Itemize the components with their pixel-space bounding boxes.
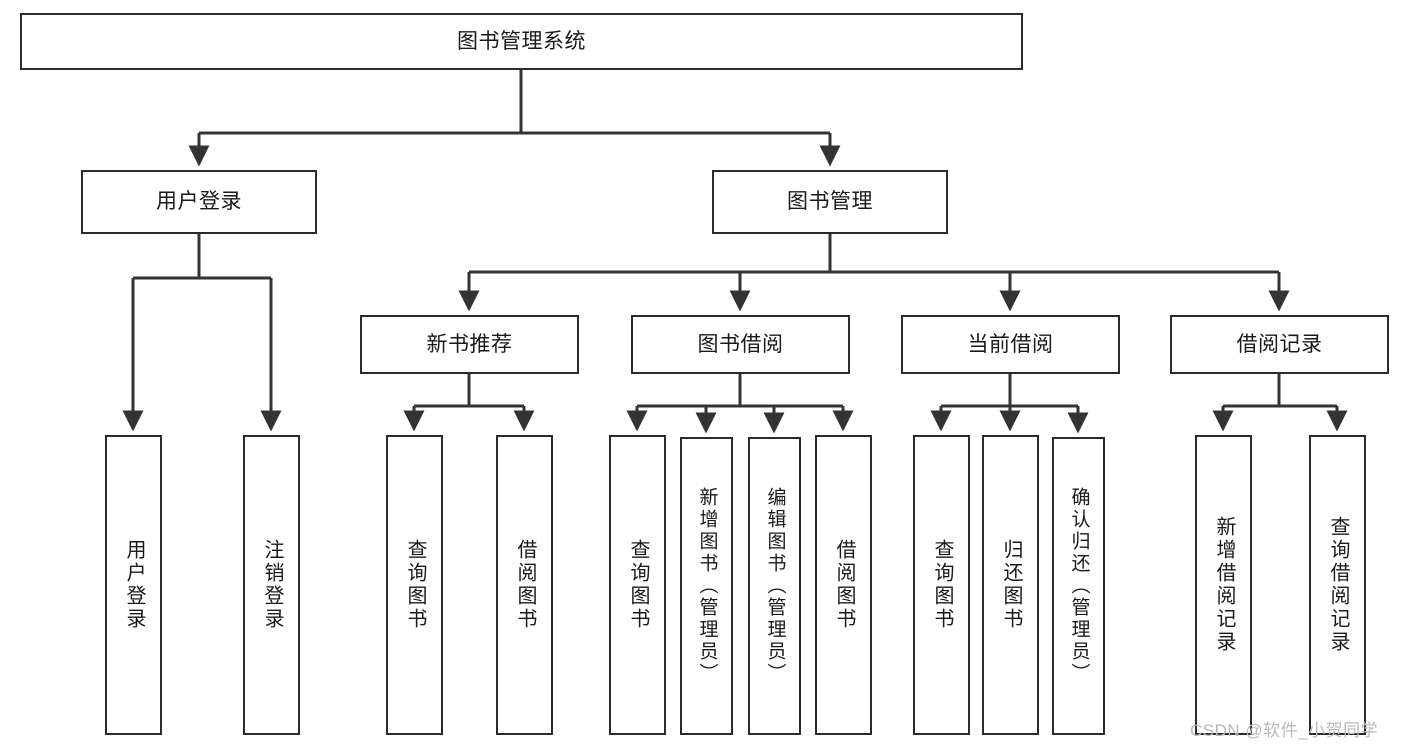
leaf-user-login-login[interactable]: 用户登录: [105, 435, 162, 735]
leaf-book-borrow-edit-book-admin[interactable]: 编辑图书（管理员）: [748, 437, 801, 735]
node-label: 查询图书: [404, 539, 426, 631]
leaf-current-borrow-return-book[interactable]: 归还图书: [982, 435, 1039, 735]
node-label: 新增图书（管理员）: [696, 487, 718, 685]
leaf-records-add-record[interactable]: 新增借阅记录: [1195, 435, 1252, 735]
csdn-watermark: CSDN @软件_小贺同学: [1190, 721, 1379, 740]
node-borrow-records[interactable]: 借阅记录: [1170, 315, 1389, 374]
node-current-borrow[interactable]: 当前借阅: [901, 315, 1120, 374]
node-label: 图书管理系统: [457, 29, 586, 53]
node-label: 借阅图书: [514, 539, 536, 631]
node-new-book-recommend[interactable]: 新书推荐: [360, 315, 579, 374]
node-label: 查询图书: [931, 539, 953, 631]
leaf-book-borrow-borrow-book[interactable]: 借阅图书: [815, 435, 872, 735]
node-label: 查询借阅记录: [1327, 516, 1349, 654]
leaf-records-query-record[interactable]: 查询借阅记录: [1309, 435, 1366, 735]
leaf-new-book-query-book[interactable]: 查询图书: [386, 435, 443, 735]
node-label: 图书管理: [787, 190, 873, 214]
node-label: 新增借阅记录: [1213, 516, 1235, 654]
node-root-book-management-system[interactable]: 图书管理系统: [20, 13, 1023, 70]
node-book-borrow[interactable]: 图书借阅: [631, 315, 850, 374]
node-label: 注销登录: [261, 539, 283, 631]
node-label: 借阅图书: [833, 539, 855, 631]
node-label: 用户登录: [123, 539, 145, 631]
leaf-current-borrow-confirm-return-admin[interactable]: 确认归还（管理员）: [1052, 437, 1105, 735]
node-label: 借阅记录: [1236, 332, 1323, 356]
leaf-book-borrow-query-book[interactable]: 查询图书: [609, 435, 666, 735]
leaf-current-borrow-query-book[interactable]: 查询图书: [913, 435, 970, 735]
node-label: 图书借阅: [697, 332, 784, 356]
node-book-management[interactable]: 图书管理: [712, 170, 948, 234]
node-label: 编辑图书（管理员）: [764, 487, 786, 685]
node-label: 归还图书: [1000, 539, 1022, 631]
node-label: 查询图书: [627, 539, 649, 631]
leaf-new-book-borrow-book[interactable]: 借阅图书: [496, 435, 553, 735]
node-label: 新书推荐: [426, 332, 513, 356]
node-label: 确认归还（管理员）: [1068, 487, 1090, 685]
leaf-user-login-logout[interactable]: 注销登录: [243, 435, 300, 735]
node-label: 用户登录: [156, 190, 242, 214]
leaf-book-borrow-add-book-admin[interactable]: 新增图书（管理员）: [680, 437, 733, 735]
node-label: 当前借阅: [967, 332, 1054, 356]
node-user-login[interactable]: 用户登录: [81, 170, 317, 234]
